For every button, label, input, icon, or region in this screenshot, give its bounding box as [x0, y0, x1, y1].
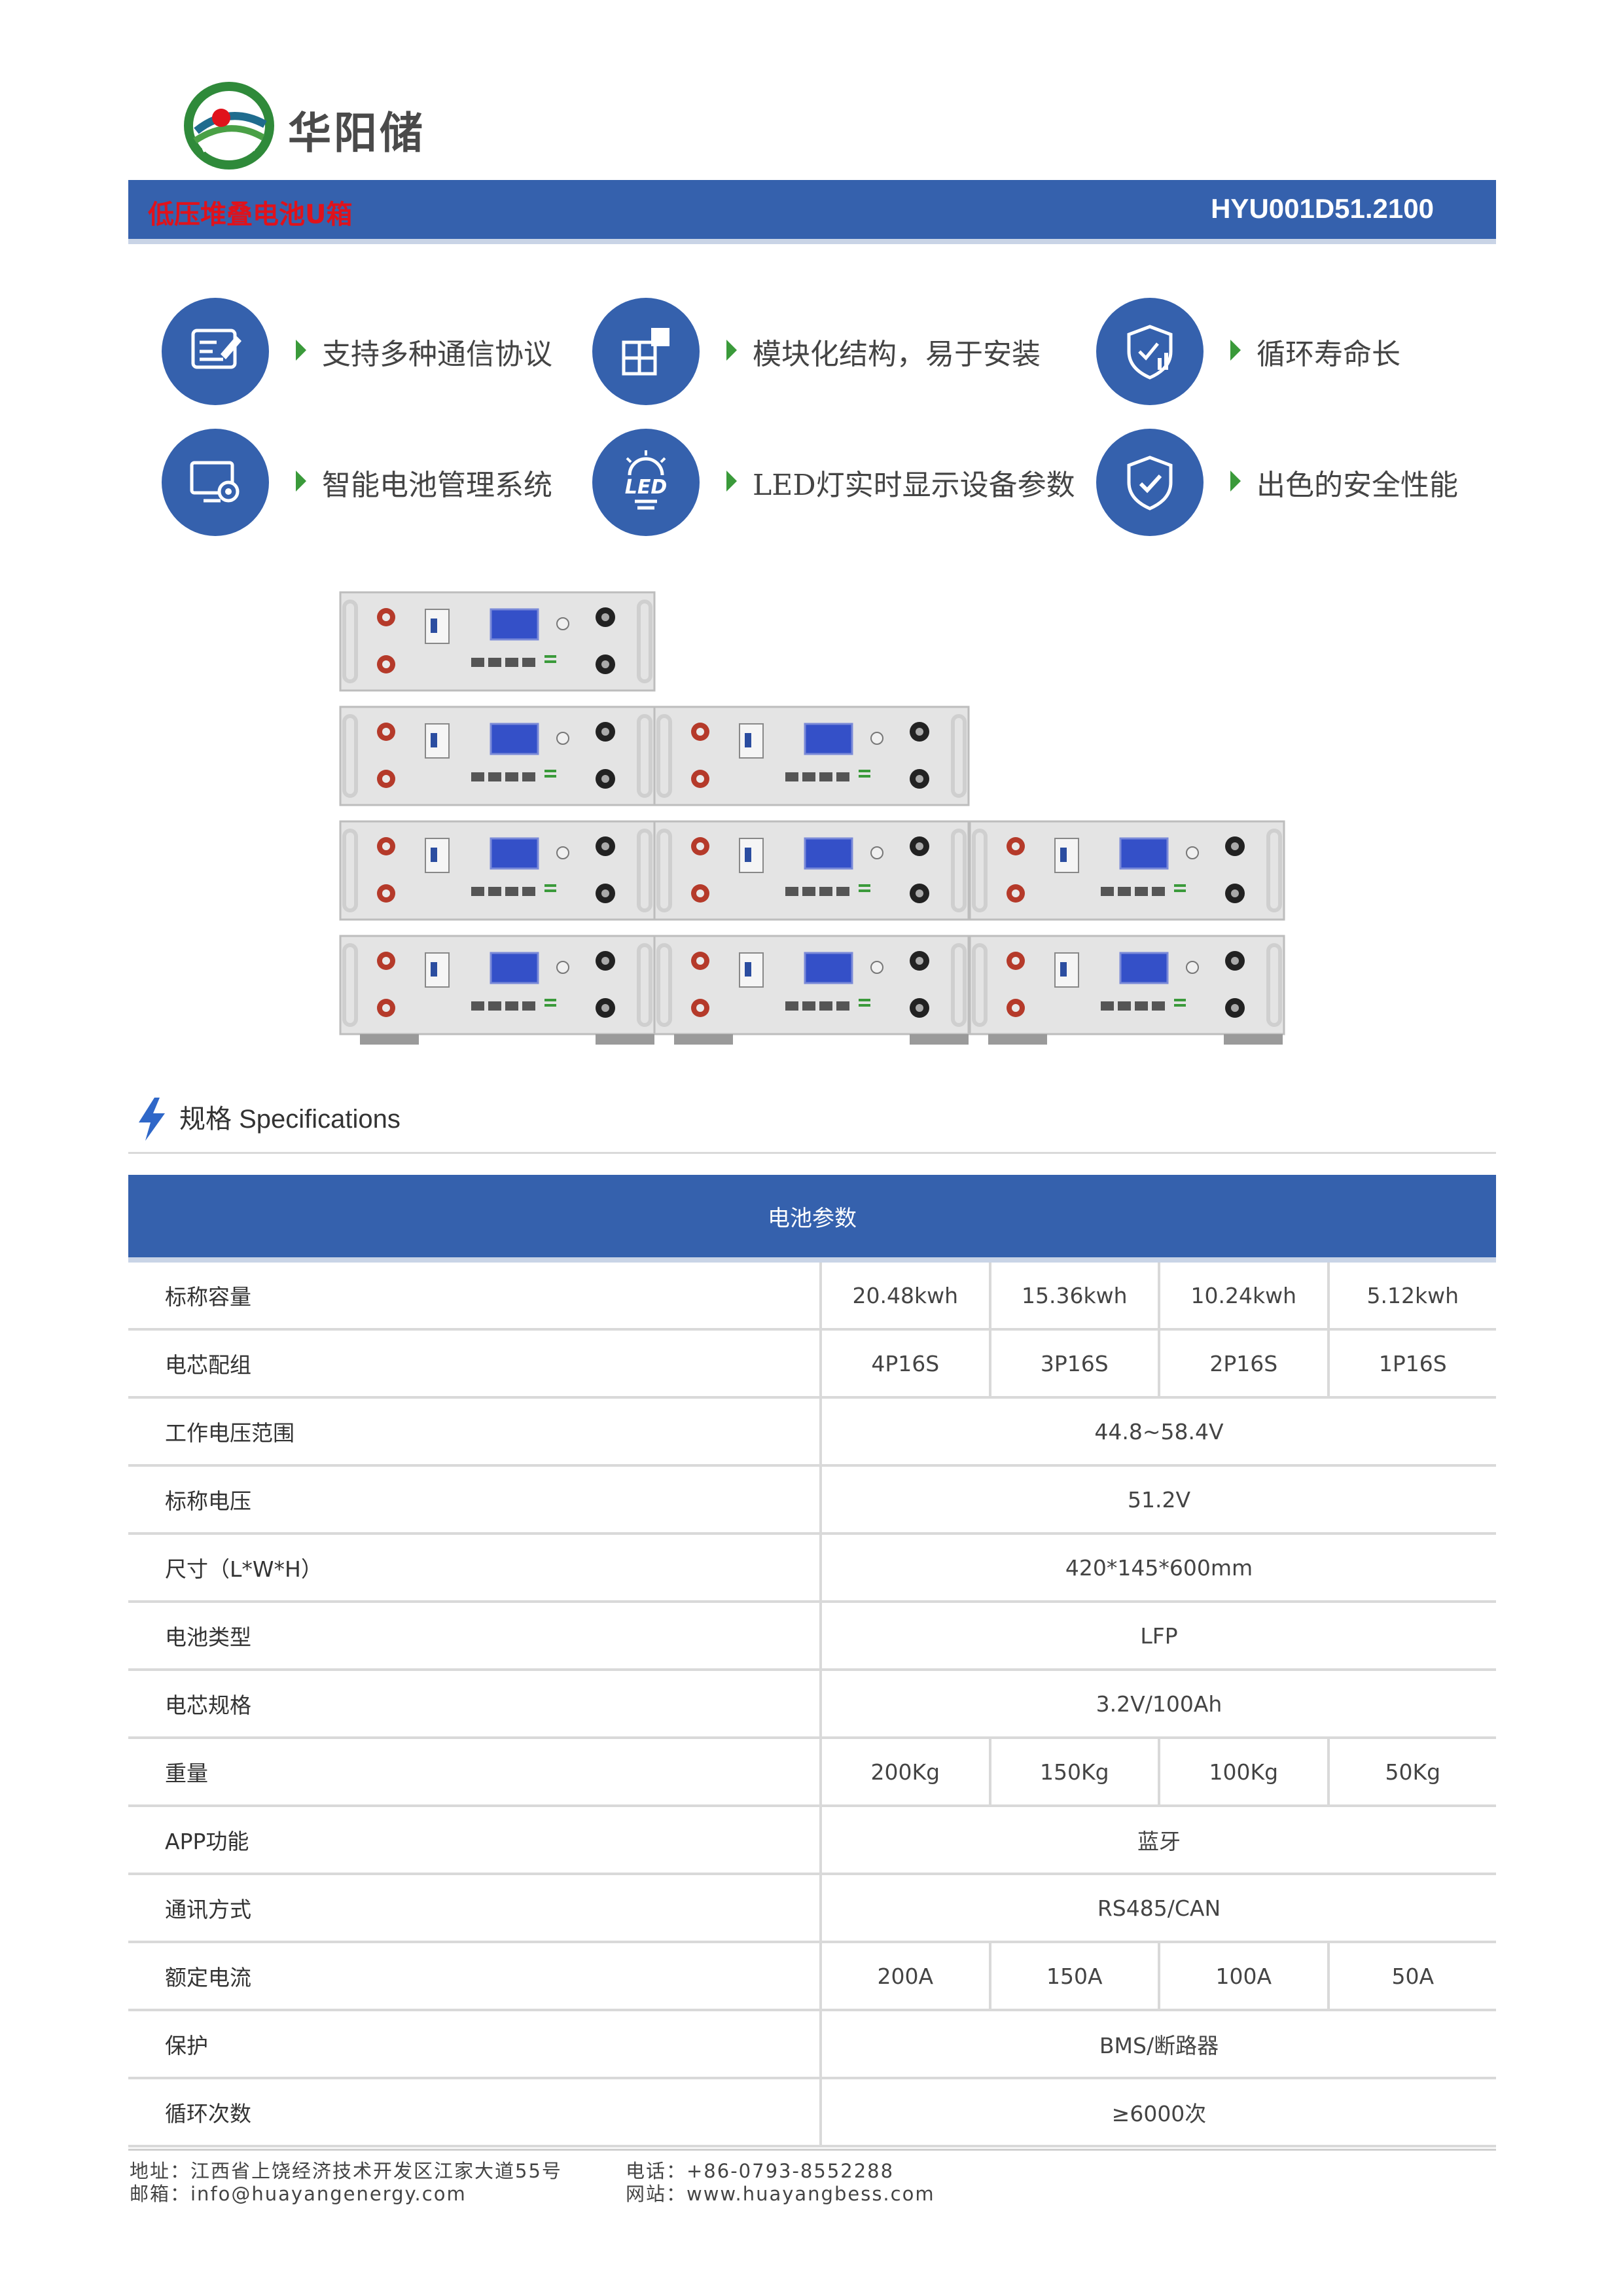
row-label: 循环次数: [128, 2079, 822, 2145]
footer-email: 邮箱：info@huayangenergy.com: [130, 2183, 467, 2205]
table-cell: 51.2V: [1127, 1486, 1191, 1513]
bullet-arrow-icon: [726, 471, 737, 492]
shield-chart-icon: [1096, 298, 1204, 405]
bullet-arrow-icon: [1230, 340, 1241, 361]
footer-address: 地址：江西省上饶经济技术开发区江家大道55号: [130, 2160, 562, 2182]
table-cell: 200A: [822, 1943, 991, 2009]
table-cell: 1P16S: [1378, 1350, 1447, 1376]
table-cell: 3.2V/100Ah: [1096, 1691, 1222, 1717]
table-cell: 蓝牙: [1137, 1829, 1181, 1854]
brand-logo: 华阳储: [183, 79, 458, 177]
footer-divider: [128, 2149, 1496, 2151]
table-row: 电池类型 LFP: [128, 1603, 1496, 1671]
table-row: 保护 BMS/断路器: [128, 2011, 1496, 2079]
specs-divider: [128, 1152, 1496, 1154]
row-label: 额定电流: [128, 1943, 822, 2009]
row-label: 重量: [128, 1739, 822, 1804]
table-row: 额定电流 200A 150A 100A 50A: [128, 1943, 1496, 2011]
row-label: APP功能: [128, 1807, 822, 1873]
table-row: 重量 200Kg 150Kg 100Kg 50Kg: [128, 1739, 1496, 1807]
row-label: 工作电压范围: [128, 1399, 822, 1464]
shield-check-icon: [1096, 429, 1204, 536]
table-row: 循环次数 ≥6000次: [128, 2079, 1496, 2147]
table-cell: 20.48kwh: [822, 1263, 991, 1328]
bullet-arrow-icon: [726, 340, 737, 361]
table-cell: 10.24kwh: [1160, 1263, 1330, 1328]
footer-left: 地址：江西省上饶经济技术开发区江家大道55号 邮箱：info@huayangen…: [130, 2160, 562, 2206]
table-cell: 150Kg: [991, 1739, 1160, 1804]
product-model: HYU001D51.2100: [1211, 193, 1434, 224]
table-row: 标称容量 20.48kwh 15.36kwh 10.24kwh 5.12kwh: [128, 1263, 1496, 1331]
table-cell: 50Kg: [1385, 1759, 1441, 1785]
row-label: 保护: [128, 2011, 822, 2077]
table-cell: 44.8~58.4V: [1094, 1418, 1224, 1444]
logo-mark-icon: [184, 82, 274, 170]
table-cell: ≥6000次: [1111, 2101, 1207, 2126]
table-row: 标称电压 51.2V: [128, 1467, 1496, 1535]
table-cell: 420*145*600mm: [1065, 1554, 1253, 1581]
bullet-arrow-icon: [1230, 471, 1241, 492]
table-cell: 4P16S: [822, 1331, 991, 1396]
specs-title: 规格 Specifications: [179, 1105, 401, 1134]
lightning-bolt-icon: [139, 1098, 165, 1141]
table-cell: 150A: [991, 1943, 1160, 2009]
document-edit-icon: [162, 298, 269, 405]
feature-label: 循环寿命长: [1257, 338, 1400, 371]
feature-led: LED LED灯实时显示设备参数: [592, 429, 1075, 540]
feature-bms: 智能电池管理系统: [162, 429, 620, 540]
table-cell: 15.36kwh: [991, 1263, 1160, 1328]
table-cell: 3P16S: [991, 1331, 1160, 1396]
table-row: 通讯方式 RS485/CAN: [128, 1875, 1496, 1943]
table-header: 电池参数: [128, 1175, 1496, 1263]
product-image: [334, 583, 1289, 1045]
footer-phone: 电话：+86-0793-8552288: [626, 2160, 895, 2182]
led-icon-text: LED: [625, 476, 668, 499]
table-row: APP功能 蓝牙: [128, 1807, 1496, 1875]
row-label: 电芯规格: [128, 1671, 822, 1736]
feature-safety: 出色的安全性能: [1096, 429, 1554, 540]
table-cell: 2P16S: [1160, 1331, 1330, 1396]
row-label: 标称电压: [128, 1467, 822, 1532]
table-row: 尺寸（L*W*H） 420*145*600mm: [128, 1535, 1496, 1603]
row-label: 尺寸（L*W*H）: [128, 1535, 822, 1600]
brand-name: 华阳储: [288, 108, 425, 158]
spec-table: 电池参数 标称容量 20.48kwh 15.36kwh 10.24kwh 5.1…: [128, 1175, 1496, 2147]
table-row: 电芯规格 3.2V/100Ah: [128, 1671, 1496, 1739]
row-label: 电池类型: [128, 1603, 822, 1668]
specs-heading: 规格 Specifications: [128, 1090, 1496, 1149]
bullet-arrow-icon: [296, 471, 306, 492]
footer-website: 网站：www.huayangbess.com: [626, 2183, 935, 2205]
row-label: 通讯方式: [128, 1875, 822, 1941]
feature-cycle-life: 循环寿命长: [1096, 298, 1554, 409]
table-cell: 100Kg: [1160, 1739, 1330, 1804]
table-row: 工作电压范围 44.8~58.4V: [128, 1399, 1496, 1467]
row-label: 电芯配组: [128, 1331, 822, 1396]
table-row: 电芯配组 4P16S 3P16S 2P16S 1P16S: [128, 1331, 1496, 1399]
feature-label: 支持多种通信协议: [322, 338, 552, 371]
modules-icon: [592, 298, 700, 405]
led-icon: LED: [592, 429, 700, 536]
title-bar-underline: [128, 239, 1496, 244]
table-cell: 100A: [1160, 1943, 1330, 2009]
table-cell: 5.12kwh: [1366, 1282, 1459, 1308]
table-cell: 200Kg: [822, 1739, 991, 1804]
feature-label: LED灯实时显示设备参数: [753, 469, 1075, 502]
product-title: 低压堆叠电池U箱: [148, 200, 353, 230]
table-cell: BMS/断路器: [1099, 2033, 1219, 2058]
feature-label: 智能电池管理系统: [322, 469, 552, 502]
feature-communication: 支持多种通信协议: [162, 298, 620, 409]
title-bar: 低压堆叠电池U箱 HYU001D51.2100: [128, 180, 1496, 239]
feature-modular: 模块化结构，易于安装: [592, 298, 1050, 409]
feature-label: 模块化结构，易于安装: [753, 338, 1041, 371]
row-label: 标称容量: [128, 1263, 822, 1328]
footer-right: 电话：+86-0793-8552288 网站：www.huayangbess.c…: [626, 2160, 935, 2206]
table-cell: LFP: [1140, 1623, 1178, 1649]
table-cell: 50A: [1391, 1963, 1435, 1989]
feature-label: 出色的安全性能: [1257, 469, 1458, 502]
monitor-gear-icon: [162, 429, 269, 536]
table-cell: RS485/CAN: [1097, 1895, 1221, 1921]
bullet-arrow-icon: [296, 340, 306, 361]
